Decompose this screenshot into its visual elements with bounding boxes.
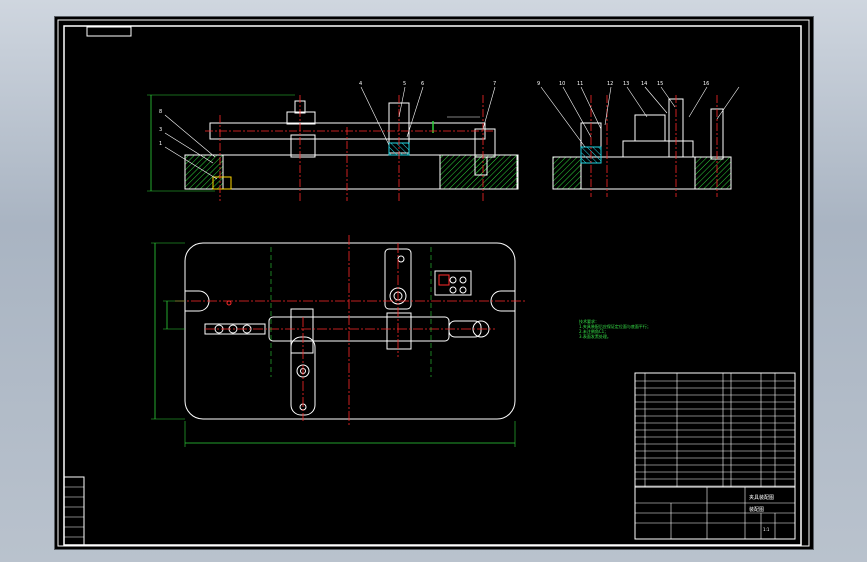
svg-text:9: 9 <box>537 81 540 87</box>
cad-viewport[interactable]: 8 3 1 4 5 6 7 <box>54 16 814 550</box>
top-view <box>151 235 525 447</box>
svg-text:8: 8 <box>159 109 162 115</box>
svg-text:3: 3 <box>159 127 162 133</box>
title-block-sheet-label: 装配图 <box>749 506 764 513</box>
svg-text:4: 4 <box>359 81 362 87</box>
revision-block <box>63 476 85 546</box>
title-block-scale: 1:1 <box>763 527 770 532</box>
sheet-outer-border <box>57 19 810 547</box>
side-view-part-labels: 9 10 11 12 13 14 15 16 <box>537 81 709 87</box>
svg-text:13: 13 <box>623 81 629 87</box>
svg-text:16: 16 <box>703 81 709 87</box>
note-line: 1.夹具装配后应保证定位面与底面平行； <box>579 324 651 329</box>
parts-list-table <box>634 372 796 488</box>
front-view <box>147 86 519 201</box>
drawing-number-box <box>86 26 132 37</box>
title-block: 夹具装配图 装配图 1:1 <box>634 486 796 540</box>
svg-text:5: 5 <box>403 81 406 87</box>
assembly-drawing: 8 3 1 4 5 6 7 <box>57 19 810 547</box>
front-view-part-labels: 8 3 1 4 5 6 7 <box>159 81 496 147</box>
note-line: 3.表面发黑处理。 <box>579 334 611 339</box>
side-view <box>540 86 740 197</box>
svg-text:6: 6 <box>421 81 424 87</box>
svg-text:11: 11 <box>577 81 583 87</box>
sheet-inner-border <box>63 25 802 546</box>
svg-text:10: 10 <box>559 81 565 87</box>
svg-text:1: 1 <box>159 141 162 147</box>
title-block-part-title: 夹具装配图 <box>749 494 774 501</box>
note-line: 2.未注倒角C1； <box>579 329 609 334</box>
technical-requirements-notes: 技术要求： 1.夹具装配后应保证定位面与底面平行； 2.未注倒角C1； 3.表面… <box>579 319 651 339</box>
svg-text:7: 7 <box>493 81 496 87</box>
note-line: 技术要求： <box>579 319 599 324</box>
svg-text:14: 14 <box>641 81 647 87</box>
svg-text:12: 12 <box>607 81 613 87</box>
svg-text:15: 15 <box>657 81 663 87</box>
